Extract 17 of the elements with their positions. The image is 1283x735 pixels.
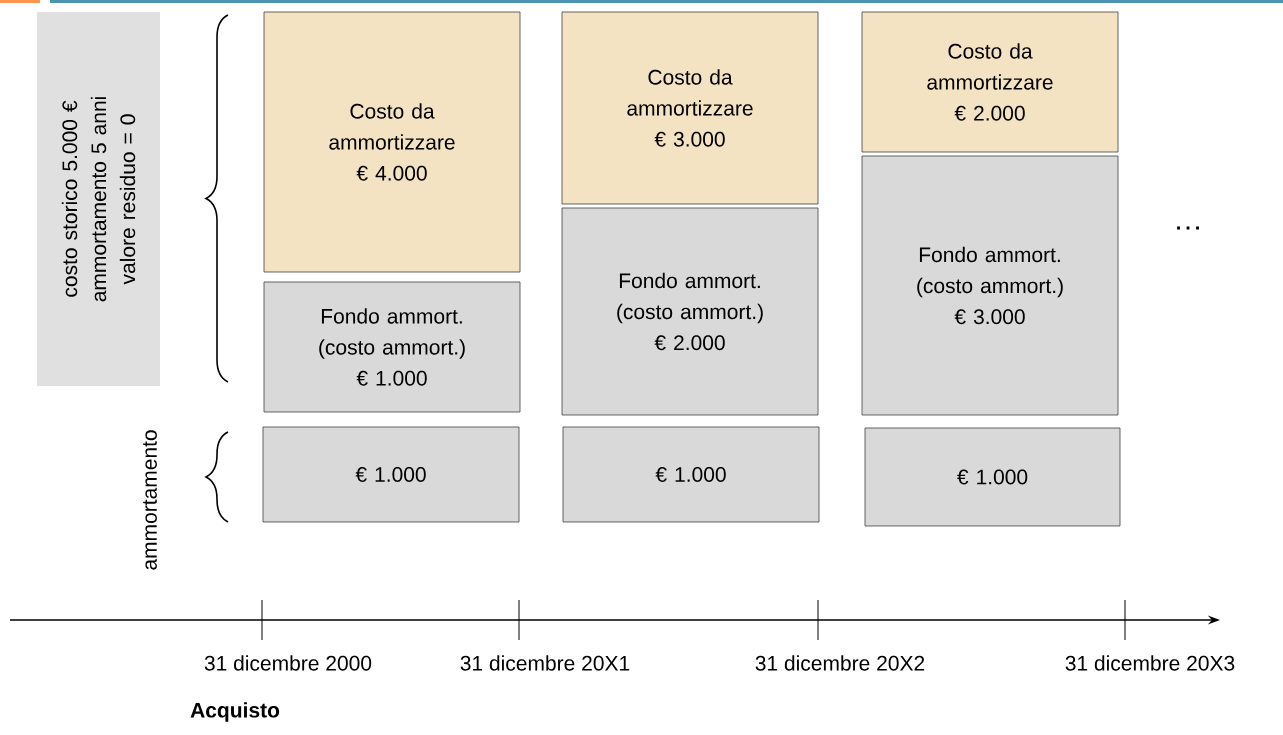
ellipsis: … xyxy=(1177,226,1199,230)
event-label: Acquisto xyxy=(190,702,280,722)
fund-box: Fondo ammort. (costo ammort.) € 2.000 xyxy=(561,207,819,416)
date-label: 31 dicembre 2000 xyxy=(204,655,372,671)
fund-box: € 1.000 xyxy=(562,426,820,523)
note-box: costo storico 5.000 € ammortamento 5 anni valore residuo = 0 xyxy=(37,12,160,386)
fund-box: Fondo ammort. (costo ammort.) € 3.000 xyxy=(861,155,1119,416)
date-label: 31 dicembre 20X2 xyxy=(755,655,925,671)
date-label: 31 dicembre 20X3 xyxy=(1065,655,1235,671)
fund-box: € 1.000 xyxy=(262,426,520,523)
fund-box: € 1.000 xyxy=(864,427,1121,527)
cost-box: Costo da ammortizzare € 3.000 xyxy=(561,11,819,205)
cost-box: Costo da ammortizzare € 4.000 xyxy=(263,11,521,273)
axis-label: ammortamento xyxy=(143,430,157,570)
date-label: 31 dicembre 20X1 xyxy=(460,655,630,671)
fund-box: Fondo ammort. (costo ammort.) € 1.000 xyxy=(263,281,521,413)
cost-box: Costo da ammortizzare € 2.000 xyxy=(861,11,1119,153)
